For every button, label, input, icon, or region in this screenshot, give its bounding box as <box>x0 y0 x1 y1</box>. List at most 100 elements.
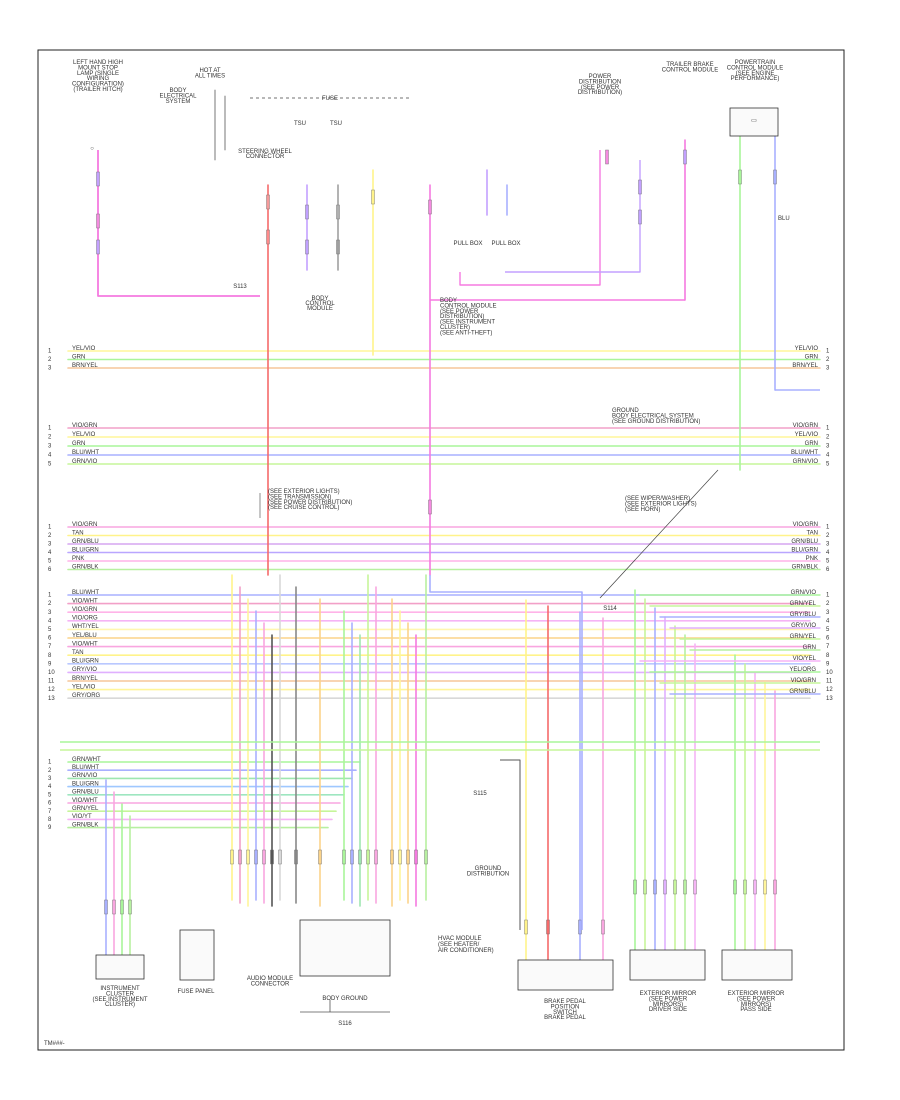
fuse-panel-connector <box>179 929 215 981</box>
exterior_mirror_2-label: EXTERIOR MIRROR <box>728 991 785 997</box>
pin-number: 6 <box>48 636 52 642</box>
right_mid_note-label: (SEE HORN) <box>625 507 660 513</box>
pin-number: 6 <box>48 801 52 807</box>
pin-number: 7 <box>48 809 52 815</box>
right-wire-code: GRN <box>803 645 816 651</box>
wire-code-tag <box>524 919 528 935</box>
wire-code-tag <box>294 849 298 865</box>
centre_note-label: (SEE EXTERIOR LIGHTS) <box>268 489 340 495</box>
right-wire-code: GRN/BLU <box>789 689 816 695</box>
group-c-wire-code-right: BLU/GRN <box>791 547 818 553</box>
pin-number-right: 2 <box>826 435 830 441</box>
wire-code-tag <box>683 149 687 165</box>
wire-code-tag <box>104 899 108 915</box>
left_hand_high_mount-label: MOUNT STOP <box>78 65 118 71</box>
wire-code-tag <box>318 849 322 865</box>
wire-code-tag <box>366 849 370 865</box>
ground_small-label: GROUND <box>475 866 502 872</box>
steering_wheel_connector-label: STEERING WHEEL <box>238 149 292 155</box>
wire-code-tag <box>733 879 737 895</box>
pin-number: 10 <box>48 670 55 676</box>
lamp-connector: ○ <box>90 146 94 152</box>
right-wire-code: GRN/YEL <box>790 601 817 607</box>
wire-code-tag <box>738 169 742 185</box>
pin-number: 7 <box>48 644 52 650</box>
group-c-wire-code-right: TAN <box>806 530 818 536</box>
pin-number: 6 <box>48 567 52 573</box>
wire-code-tag <box>414 849 418 865</box>
left_hand_high_mount-label: WIRING <box>87 76 110 82</box>
wire-code-tag <box>128 899 132 915</box>
pin-number-right: 4 <box>826 453 830 459</box>
group-d-wire-code: VIO/WHT <box>72 641 98 647</box>
wire-code-tag <box>546 919 550 935</box>
hvac-label: (SEE HEATER/ <box>438 942 480 948</box>
wire-code-tag <box>601 919 605 935</box>
wire-code-tag <box>96 171 100 187</box>
group-e-wire-code: BLU/WHT <box>72 765 99 771</box>
right_mid_note-label: (SEE EXTERIOR LIGHTS) <box>625 501 697 507</box>
pin-number: 9 <box>48 661 52 667</box>
wire-code-tag <box>773 169 777 185</box>
pin-number: 12 <box>48 687 55 693</box>
splice-label: S113 <box>233 284 247 290</box>
ground_top-label: BODY <box>169 88 186 94</box>
splice-label: S116 <box>338 1021 352 1027</box>
tsu_label-label: TSU <box>330 121 342 127</box>
pcm-connector-body <box>729 107 779 137</box>
pin-number-right: 11 <box>826 679 833 685</box>
brake_pedal-label: BRAKE PEDAL <box>544 1015 586 1021</box>
mirror-1-connector <box>629 949 706 981</box>
steering_wheel_connector-label: CONNECTOR <box>246 154 285 160</box>
bottom_ground-label: BODY GROUND <box>322 996 368 1002</box>
wire-code-tag <box>254 849 258 865</box>
wire-code-tag <box>428 499 432 515</box>
body-control-connector <box>299 919 391 977</box>
pin-number-right: 3 <box>826 610 830 616</box>
pin-number-right: 5 <box>826 627 830 633</box>
wire-code-tag <box>633 879 637 895</box>
pin-number-right: 1 <box>826 593 830 599</box>
group-d-wire-code: GRY/VIO <box>72 667 97 673</box>
exterior_mirror_1-label: DRIVER SIDE <box>649 1007 687 1013</box>
components-layer <box>95 107 793 1013</box>
group-c-wire-code-right: GRN/BLU <box>791 539 818 545</box>
fuse-label: FUSE <box>322 96 338 102</box>
right_note-label: (SEE GROUND DISTRIBUTION) <box>612 419 700 425</box>
wire-code-tag <box>266 229 270 245</box>
left_module-label: (SEE INSTRUMENT <box>92 997 147 1003</box>
group-c-wire-code: GRN/BLU <box>72 539 99 545</box>
power_distribution-label: (SEE POWER <box>581 85 620 91</box>
wire-code-tag <box>96 239 100 255</box>
group-d-wire-code: VIO/WHT <box>72 598 98 604</box>
wire-code-tag <box>266 194 270 210</box>
mid_notes-label: CONTROL MODULE <box>440 303 496 309</box>
pin-number: 2 <box>48 533 52 539</box>
brake_pedal-label: SWITCH <box>553 1010 577 1016</box>
pin-number: 9 <box>48 825 52 831</box>
pull_box-label: PULL BOX <box>453 241 482 247</box>
right-wire-code: GRN/VIO <box>791 590 817 596</box>
power_distribution-label: DISTRIBUTION) <box>578 90 622 96</box>
pin-number: 8 <box>48 817 52 823</box>
pin-number: 3 <box>48 444 52 450</box>
pin-number-right: 2 <box>826 601 830 607</box>
wire-code-tag <box>358 849 362 865</box>
group-c-wire-code: VIO/GRN <box>72 522 97 528</box>
pin-number-right: 1 <box>826 349 830 355</box>
wire-code-tag <box>653 879 657 895</box>
pin-number: 4 <box>48 550 52 556</box>
pin-number: 5 <box>48 559 52 565</box>
group-b-wire-code-right: BLU/WHT <box>791 450 818 456</box>
left_hand_high_mount-label: (TRAILER HITCH) <box>73 87 122 93</box>
wire-code-tag <box>371 189 375 205</box>
pin-number: 5 <box>48 792 52 798</box>
group-c-wire-code-right: GRN/BLK <box>792 564 818 570</box>
wire-code-tag <box>753 879 757 895</box>
group-a-wire-code: BRN/YEL <box>72 363 98 369</box>
right-wire-code: GRN/YEL <box>790 634 817 640</box>
ground_small-label: DISTRIBUTION <box>467 871 509 877</box>
hvac-label: AIR CONDITIONER) <box>438 948 494 954</box>
pin-number: 2 <box>48 768 52 774</box>
